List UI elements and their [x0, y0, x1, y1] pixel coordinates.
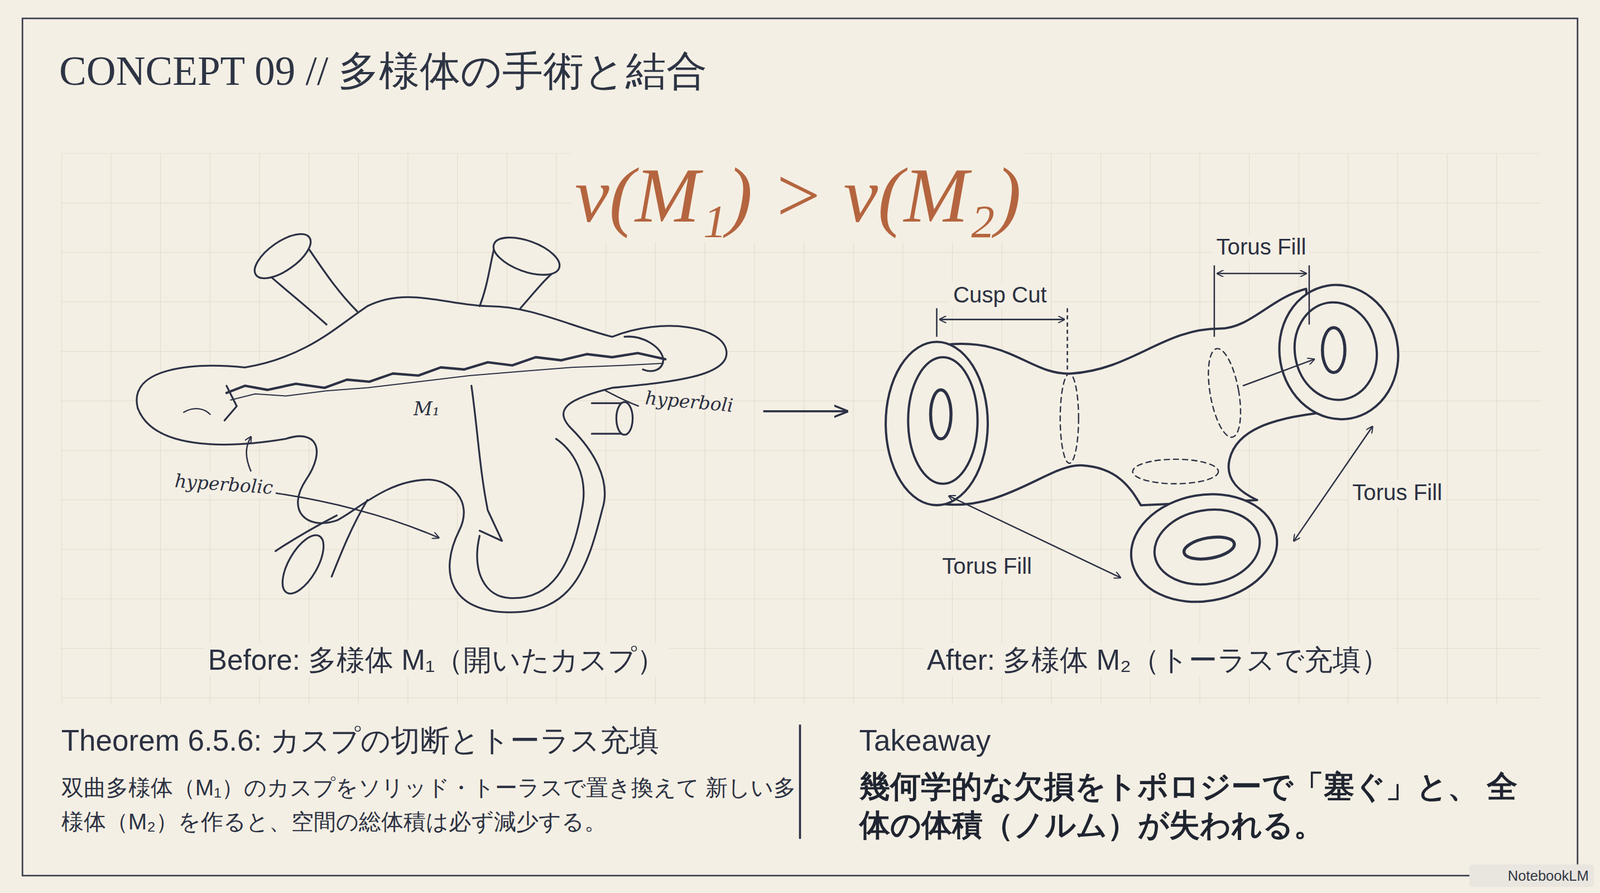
filled-manifold-part — [907, 357, 978, 484]
figure-caption: Before: 多様体 M₁（開いたカスプ） — [204, 642, 669, 677]
hyperbolic-manifold-part — [479, 244, 495, 307]
filled-manifold-part — [1122, 482, 1286, 613]
hyperbolic-manifold-part — [591, 432, 625, 435]
hyperbolic-manifold-part — [471, 385, 503, 541]
hyperbolic-manifold-part — [624, 336, 663, 372]
hyperbolic-manifold-part — [274, 529, 333, 600]
dimension-line-part — [1217, 272, 1306, 275]
dimension-label: Torus Fill — [938, 553, 1036, 580]
volume-formula: v(M₁) > v(M₂) — [571, 149, 1025, 243]
leader-line-part — [603, 390, 639, 407]
takeaway-body: 幾何学的な欠損をトポロジーで「塞ぐ」と、 全体の体積（ノルム）が失われる。 — [859, 767, 1534, 844]
hyperbolic-manifold-part — [488, 229, 565, 283]
filled-manifold-part — [1286, 295, 1385, 407]
hyperbolic-manifold-part — [224, 385, 237, 421]
filled-manifold-part — [1148, 501, 1266, 593]
hyperbolic-manifold-part — [477, 438, 584, 598]
dimension-line-part — [935, 308, 938, 337]
dimension-line-part — [1213, 265, 1216, 337]
filled-manifold-part — [1202, 346, 1247, 440]
dimension-label: Cusp Cut — [949, 281, 1051, 309]
hyperbolic-manifold-part — [306, 244, 358, 312]
dimension-label: Torus Fill — [1348, 479, 1446, 507]
leader-line-part — [267, 491, 439, 538]
filled-manifold-part — [885, 342, 988, 506]
filled-manifold-part — [1269, 275, 1410, 430]
figure-caption: After: 多様体 M₂（トーラスで充填） — [923, 642, 1393, 677]
dimension-label: Torus Fill — [1213, 233, 1310, 261]
watermark-patch-part — [1469, 864, 1594, 887]
hyperbolic-manifold-part — [136, 296, 727, 613]
manifold-name: M₁ — [410, 397, 444, 420]
filled-manifold-part — [930, 390, 952, 440]
leader-line — [246, 390, 639, 538]
transition-arrow — [763, 410, 848, 412]
theorem-heading: Theorem 6.5.6: カスプの切断とトーラス充填 — [61, 722, 660, 759]
theorem-body: 双曲多様体（M₁）のカスプをソリッド・トーラスで置き換えて 新しい多様体（M₂）… — [61, 771, 796, 839]
dimension-line-part — [939, 318, 1065, 321]
hyperbolic-manifold-part — [183, 408, 211, 415]
hyperbolic-manifold-part — [226, 353, 666, 393]
filled-manifold-part — [1060, 373, 1079, 464]
watermark-patch — [1469, 864, 1594, 887]
dimension-line-part — [1308, 265, 1311, 325]
filled-manifold-part — [943, 289, 1316, 506]
slide-title: CONCEPT 09 // 多様体の手術と結合 — [59, 46, 708, 96]
filled-manifold-part — [1182, 533, 1237, 563]
takeaway-heading: Takeaway — [859, 722, 992, 759]
hyperbolic-manifold-part — [230, 363, 663, 401]
hyperbolic-manifold-part — [591, 402, 623, 405]
hyperbolic-manifold — [136, 225, 727, 613]
watermark: NotebookLM — [1507, 867, 1589, 885]
filled-manifold-part — [1322, 327, 1345, 373]
frame-part — [799, 724, 802, 839]
filled-manifold — [885, 275, 1409, 614]
filled-manifold-part — [1132, 459, 1219, 484]
dimension-line — [937, 265, 1373, 578]
transition-arrow-part — [763, 410, 848, 413]
frame-part — [22, 18, 1578, 876]
leader-line-part — [246, 436, 252, 472]
hyperbolic-manifold-part — [616, 401, 633, 435]
hyperbolic-manifold-part — [247, 225, 318, 287]
frame — [22, 18, 1578, 876]
dimension-line-part — [1066, 308, 1069, 370]
dimension-line-part — [1242, 359, 1315, 387]
